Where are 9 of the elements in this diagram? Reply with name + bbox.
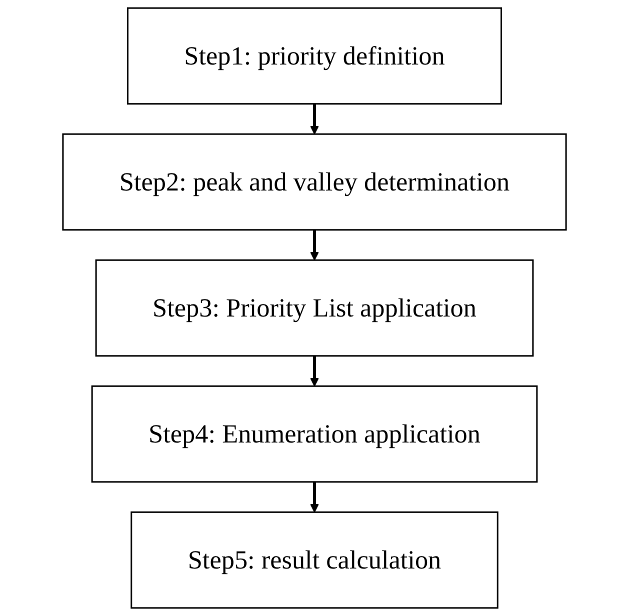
arrow bbox=[310, 104, 319, 134]
node-box: Step3: Priority List application bbox=[95, 259, 534, 357]
node-box: Step2: peak and valley determination bbox=[62, 133, 567, 231]
node-box: Step1: priority definition bbox=[126, 7, 502, 105]
arrow bbox=[310, 356, 319, 387]
node-box: Step4: Enumeration application bbox=[91, 385, 538, 483]
node-box: Step5: result calculation bbox=[130, 511, 498, 609]
arrow bbox=[310, 482, 319, 513]
arrow bbox=[310, 230, 319, 261]
